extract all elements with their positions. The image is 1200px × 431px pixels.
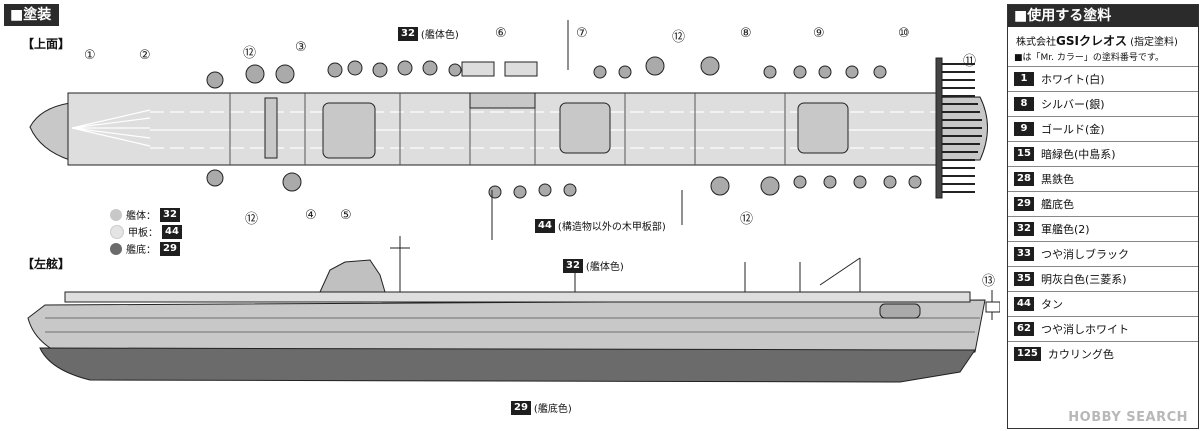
- paint-name: 軍艦色(2): [1041, 223, 1090, 236]
- callout-11: ⑪: [963, 54, 977, 69]
- paint-name: ホワイト(白): [1041, 73, 1105, 86]
- paint-list: 1 ホワイト(白) 8 シルバー(銀) 9 ゴールド(金) 15 暗緑色(中島系) 28…: [1008, 66, 1198, 366]
- legend-row-deck: 甲板： 44: [110, 223, 182, 240]
- deck-swatch: [110, 224, 124, 239]
- paint-name: カウリング色: [1047, 348, 1114, 361]
- paint-row: 62 つや消しホワイト: [1008, 316, 1198, 341]
- callout-13: ⑬: [982, 274, 996, 289]
- paint-row: 29 艦底色: [1008, 191, 1198, 216]
- paint-row: 1 ホワイト(白): [1008, 66, 1198, 91]
- callout-bottom-color: 29 (艦底色): [511, 400, 572, 415]
- legend-row-hull: 艦体： 32: [110, 206, 182, 223]
- callout-12-bottom-right: ⑫: [740, 212, 754, 227]
- callout-12-top-left: ⑫: [243, 46, 257, 61]
- callout-10: ⑩: [898, 26, 910, 41]
- paint-code: 29: [511, 400, 531, 415]
- callout-1: ①: [84, 48, 96, 63]
- paint-code: 62: [1014, 322, 1034, 336]
- maker-name: GSIクレオス: [1056, 34, 1127, 48]
- side-view-ship: [27, 236, 1000, 383]
- callout-7: ⑦: [576, 26, 588, 41]
- paint-code: 44: [1014, 297, 1034, 311]
- color-legend: 艦体： 32 甲板： 44 艦底： 29: [110, 206, 182, 257]
- hull-swatch: [110, 208, 122, 221]
- paint-name: シルバー(銀): [1041, 98, 1105, 111]
- paint-code: 28: [1014, 172, 1034, 186]
- paint-name: ゴールド(金): [1041, 123, 1105, 136]
- watermark: HOBBY SEARCH: [1068, 410, 1188, 425]
- maker-line: 株式会社GSIクレオス (指定塗料): [1008, 27, 1198, 49]
- paint-label: (構造物以外の木甲板部): [557, 222, 666, 233]
- paint-code: 8: [1014, 97, 1034, 111]
- paint-list-panel: ■使用する塗料 株式会社GSIクレオス (指定塗料) ■は「Mr. カラー」の塗…: [1007, 4, 1199, 429]
- paint-row: 15 暗緑色(中島系): [1008, 141, 1198, 166]
- paint-code: 33: [1014, 247, 1034, 261]
- paint-row: 32 軍艦色(2): [1008, 216, 1198, 241]
- paint-row: 125 カウリング色: [1008, 341, 1198, 366]
- legend-code: 29: [160, 241, 180, 256]
- ship-drawing: [27, 20, 1000, 383]
- legend-row-bottom: 艦底： 29: [110, 240, 182, 257]
- paint-row: 8 シルバー(銀): [1008, 91, 1198, 116]
- paint-row: 44 タン: [1008, 291, 1198, 316]
- section-title: ■塗装: [4, 4, 60, 26]
- paint-code: 44: [535, 218, 555, 233]
- paint-code: 29: [1014, 197, 1034, 211]
- callout-3: ③: [295, 40, 307, 55]
- callout-2: ②: [139, 48, 151, 63]
- paint-row: 35 明灰白色(三菱系): [1008, 266, 1198, 291]
- paint-row: 28 黒鉄色: [1008, 166, 1198, 191]
- paint-name: つや消しホワイト: [1041, 323, 1129, 336]
- paint-code: 9: [1014, 122, 1034, 136]
- paint-name: 暗緑色(中島系): [1041, 148, 1116, 161]
- panel-title: ■使用する塗料: [1008, 5, 1198, 27]
- callout-hull-color-top: 32 (艦体色): [398, 26, 459, 41]
- paint-code: 35: [1014, 272, 1034, 286]
- paint-name: 明灰白色(三菱系): [1041, 273, 1127, 286]
- paint-note: ■は「Mr. カラー」の塗料番号です。: [1014, 53, 1164, 63]
- paint-code: 32: [398, 26, 418, 41]
- paint-label: (艦体色): [585, 262, 624, 273]
- legend-code: 44: [162, 224, 182, 239]
- paint-code: 1: [1014, 72, 1034, 86]
- callout-wood-deck: 44 (構造物以外の木甲板部): [535, 218, 666, 233]
- paint-name: 艦底色: [1041, 198, 1074, 211]
- top-view-ship: [29, 20, 988, 240]
- paint-label: (艦体色): [420, 30, 459, 41]
- paint-label: (艦底色): [533, 404, 572, 415]
- side-view-label: 【左舷】: [22, 257, 71, 271]
- paint-code: 32: [563, 258, 583, 273]
- callout-hull-color-side: 32 (艦体色): [563, 258, 624, 273]
- callout-8: ⑧: [740, 26, 752, 41]
- paint-name: タン: [1041, 298, 1063, 311]
- paint-name: つや消しブラック: [1041, 248, 1129, 261]
- paint-row: 9 ゴールド(金): [1008, 116, 1198, 141]
- callout-5: ⑤: [340, 208, 352, 223]
- paint-code: 15: [1014, 147, 1034, 161]
- bottom-swatch: [110, 242, 122, 255]
- legend-label: 艦体：: [126, 211, 156, 222]
- maker-prefix: 株式会社: [1016, 37, 1056, 48]
- callout-6: ⑥: [495, 26, 507, 41]
- legend-code: 32: [160, 207, 180, 222]
- maker-suffix: (指定塗料): [1130, 37, 1178, 48]
- paint-code: 32: [1014, 222, 1034, 236]
- callout-12-top-right: ⑫: [672, 30, 686, 45]
- top-view-label: 【上面】: [22, 37, 71, 51]
- paint-code: 125: [1014, 347, 1041, 361]
- paint-row: 33 つや消しブラック: [1008, 241, 1198, 266]
- legend-label: 甲板：: [128, 228, 158, 239]
- callout-9: ⑨: [813, 26, 825, 41]
- paint-name: 黒鉄色: [1041, 173, 1074, 186]
- callout-4: ④: [305, 208, 317, 223]
- callout-12-bottom-left: ⑫: [245, 212, 259, 227]
- legend-label: 艦底：: [126, 245, 156, 256]
